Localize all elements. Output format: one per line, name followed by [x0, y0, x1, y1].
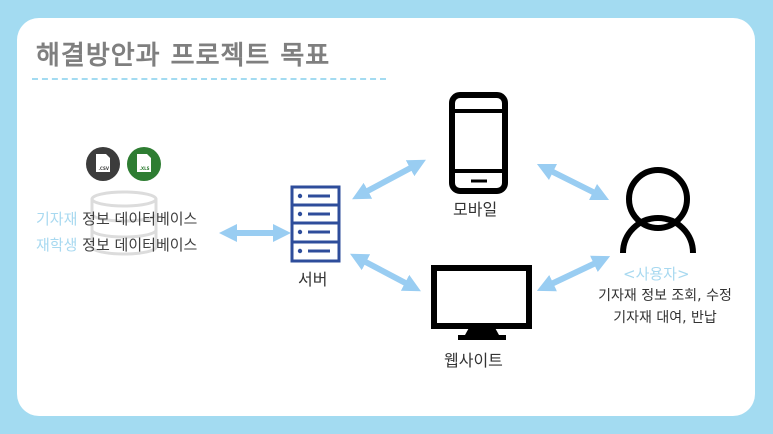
connection-arrows [219, 159, 611, 292]
slide-title: 해결방안과 프로젝트 목표 [36, 41, 331, 71]
mobile-label: 모바일 [453, 200, 498, 219]
db-equipment-label: 기자재 정보 데이터베이스 [36, 208, 197, 229]
website-label: 웹사이트 [444, 351, 503, 370]
title-underline [32, 78, 386, 80]
user-desc-line2: 기자재 대여, 반납 [613, 310, 717, 326]
db-equipment-highlight: 기자재 [36, 210, 78, 228]
db-equipment-rest: 정보 데이터베이스 [77, 210, 198, 228]
server-icon [290, 185, 341, 263]
csv-badge-label: .CSV [99, 166, 110, 171]
arrow-mobile-user [536, 163, 610, 201]
server-label: 서버 [298, 270, 328, 289]
user-icon [620, 167, 696, 254]
database-icon [90, 190, 158, 256]
csv-file-icon: .CSV [86, 147, 120, 181]
user-desc-line1: 기자재 정보 조회, 수정 [598, 288, 732, 304]
user-role-label: <사용자> [623, 265, 690, 283]
xls-file-icon: .XLS [127, 147, 161, 181]
xls-badge-label: .XLS [140, 166, 150, 171]
mobile-phone-icon [449, 92, 508, 194]
db-student-label: 재학생 정보 데이터베이스 [36, 234, 197, 255]
arrow-website-user [536, 255, 611, 292]
monitor-icon [431, 265, 532, 340]
arrow-server-mobile [352, 159, 426, 200]
user-description: 기자재 정보 조회, 수정 기자재 대여, 반납 [580, 285, 750, 329]
db-student-rest: 정보 데이터베이스 [77, 236, 198, 254]
db-student-highlight: 재학생 [36, 236, 78, 254]
arrow-server-website [350, 253, 421, 292]
